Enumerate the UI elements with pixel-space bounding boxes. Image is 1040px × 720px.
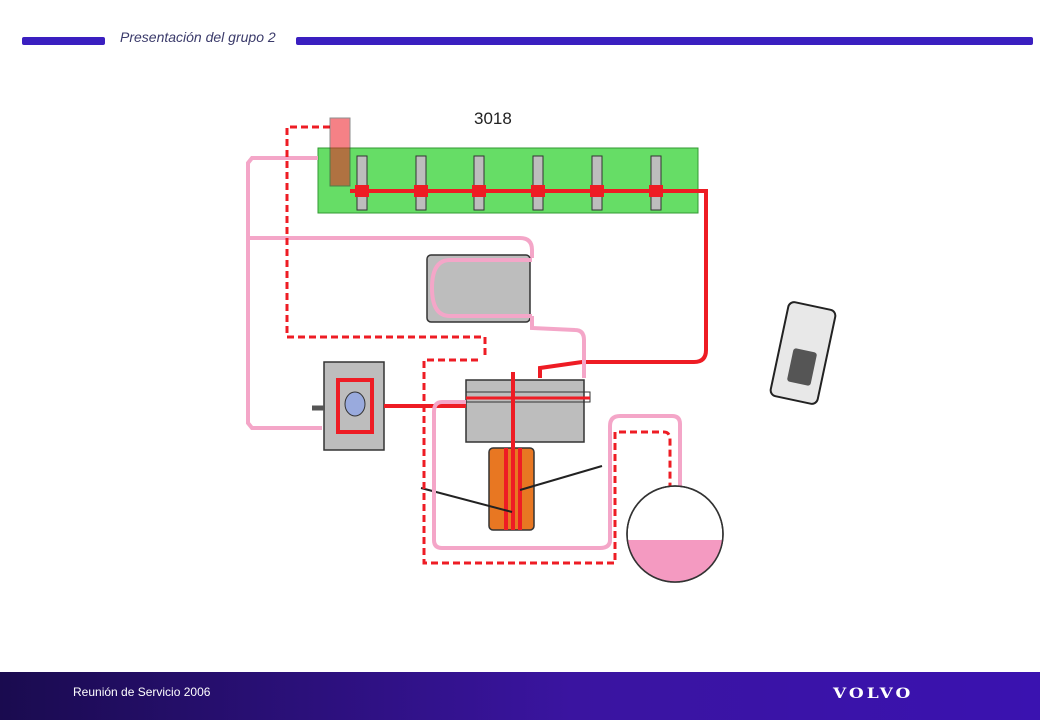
injector-connector-6 (649, 185, 663, 197)
return-loop (432, 400, 682, 550)
injector-2 (415, 155, 427, 211)
feed-pump-gear (344, 391, 366, 417)
callout-line-right (519, 465, 603, 491)
footer-bar: Reunión de Servicio 2006 VOLVO (0, 672, 1040, 720)
return-line-upper (248, 236, 534, 258)
injector-1 (356, 155, 368, 211)
leak-off-line (285, 125, 487, 356)
cooler-tube (429, 258, 532, 318)
injector-connector-4 (531, 185, 545, 197)
pressure-line-right (538, 189, 708, 378)
control-unit (769, 301, 837, 405)
cooler-outlet (530, 316, 586, 378)
fuel-system-diagram: 3018 (246, 109, 837, 583)
cooler-body (426, 254, 531, 323)
injectors (355, 155, 663, 211)
engine-block (317, 147, 699, 214)
injector-connector-1 (355, 185, 369, 197)
slide-title: Presentación del grupo 2 (120, 29, 276, 45)
injector-6 (650, 155, 662, 211)
injector-3 (473, 155, 485, 211)
injector-4 (532, 155, 544, 211)
injector-connector-5 (590, 185, 604, 197)
callout-line-left (420, 487, 513, 513)
diagram-label: 3018 (474, 109, 512, 128)
feed-pump-inner (336, 378, 374, 434)
footer-text: Reunión de Servicio 2006 (73, 685, 211, 699)
top-valve (329, 117, 351, 187)
header-left-bar (22, 37, 105, 45)
injector-connector-3 (472, 185, 486, 197)
injector-connector-2 (414, 185, 428, 197)
header-right-bar (296, 37, 1033, 45)
volvo-logo: VOLVO (833, 686, 914, 702)
injector-5 (591, 155, 603, 211)
return-line-left (246, 156, 322, 430)
tank-outline (626, 485, 724, 583)
filter-housing (465, 379, 585, 443)
suction-line-dashed (422, 358, 672, 565)
